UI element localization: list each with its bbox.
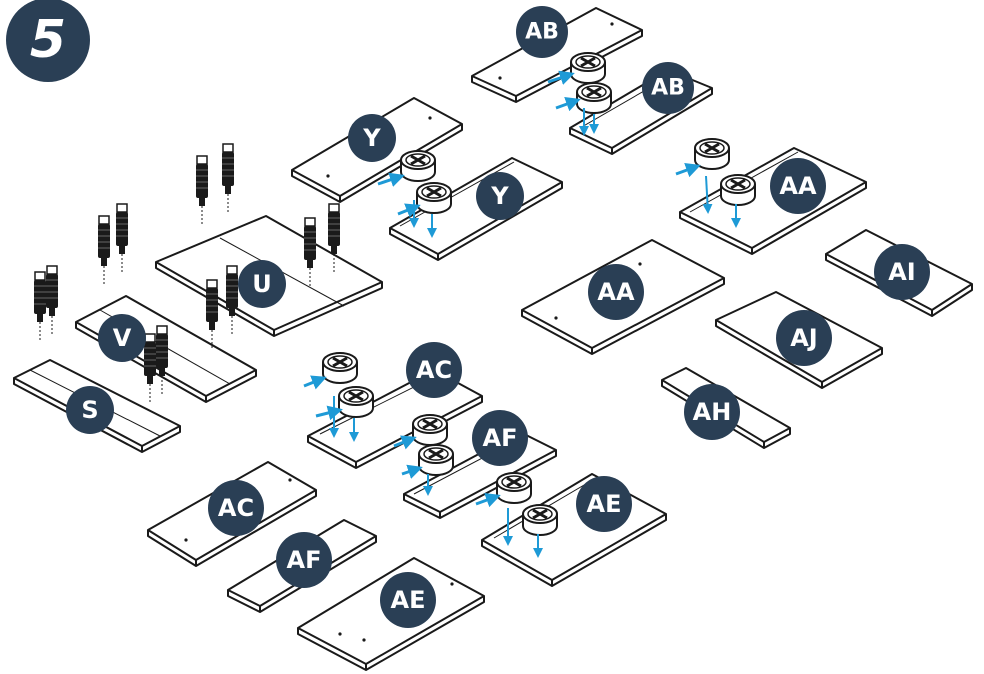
svg-text:Y: Y [490,182,509,210]
svg-text:Y: Y [362,124,381,152]
step-badge: 5 [6,0,90,82]
badge-aj: AJ [776,310,832,366]
cam-group-ac [303,351,375,442]
badge-af-plain: AF [276,532,332,588]
svg-text:AH: AH [693,398,732,426]
cam-group-ab [547,51,613,136]
cam-group-aa [675,137,757,228]
badge-ae-cams: AE [576,476,632,532]
badge-ac-cams: AC [406,342,462,398]
svg-text:U: U [252,270,272,298]
badge-y-plain: Y [348,114,396,162]
badge-ac-plain: AC [208,480,264,536]
svg-text:AC: AC [416,356,452,384]
svg-text:AA: AA [779,172,817,200]
svg-text:AF: AF [483,424,518,452]
badge-ab-cams: AB [642,62,694,114]
svg-text:AB: AB [651,76,685,101]
badge-y-cams: Y [476,172,524,220]
svg-text:AA: AA [597,278,635,306]
svg-text:AB: AB [525,20,559,45]
svg-text:S: S [81,396,98,424]
badge-ah: AH [684,384,740,440]
panel-holes [184,22,642,642]
svg-text:AJ: AJ [790,324,818,352]
step-number: 5 [30,10,66,70]
badge-ab-plain: AB [516,6,568,58]
badge-v: V [98,314,146,362]
svg-text:AI: AI [888,258,916,286]
badge-aa-plain: AA [588,264,644,320]
svg-text:AF: AF [287,546,322,574]
cam-group-ae [475,471,559,558]
svg-text:V: V [113,324,132,352]
badge-af-cams: AF [472,410,528,466]
cam-group-af [393,413,455,496]
label-badges: AB AB Y Y AA AA AI AJ AH U V S AC AF AE … [66,6,930,628]
svg-text:AE: AE [391,586,426,614]
badge-u: U [238,260,286,308]
svg-text:AE: AE [587,490,622,518]
badge-aa-cams: AA [770,158,826,214]
cam-group-y [377,149,453,238]
svg-text:AC: AC [218,494,254,522]
badge-ai: AI [874,244,930,300]
badge-ae-plain: AE [380,572,436,628]
badge-s: S [66,386,114,434]
